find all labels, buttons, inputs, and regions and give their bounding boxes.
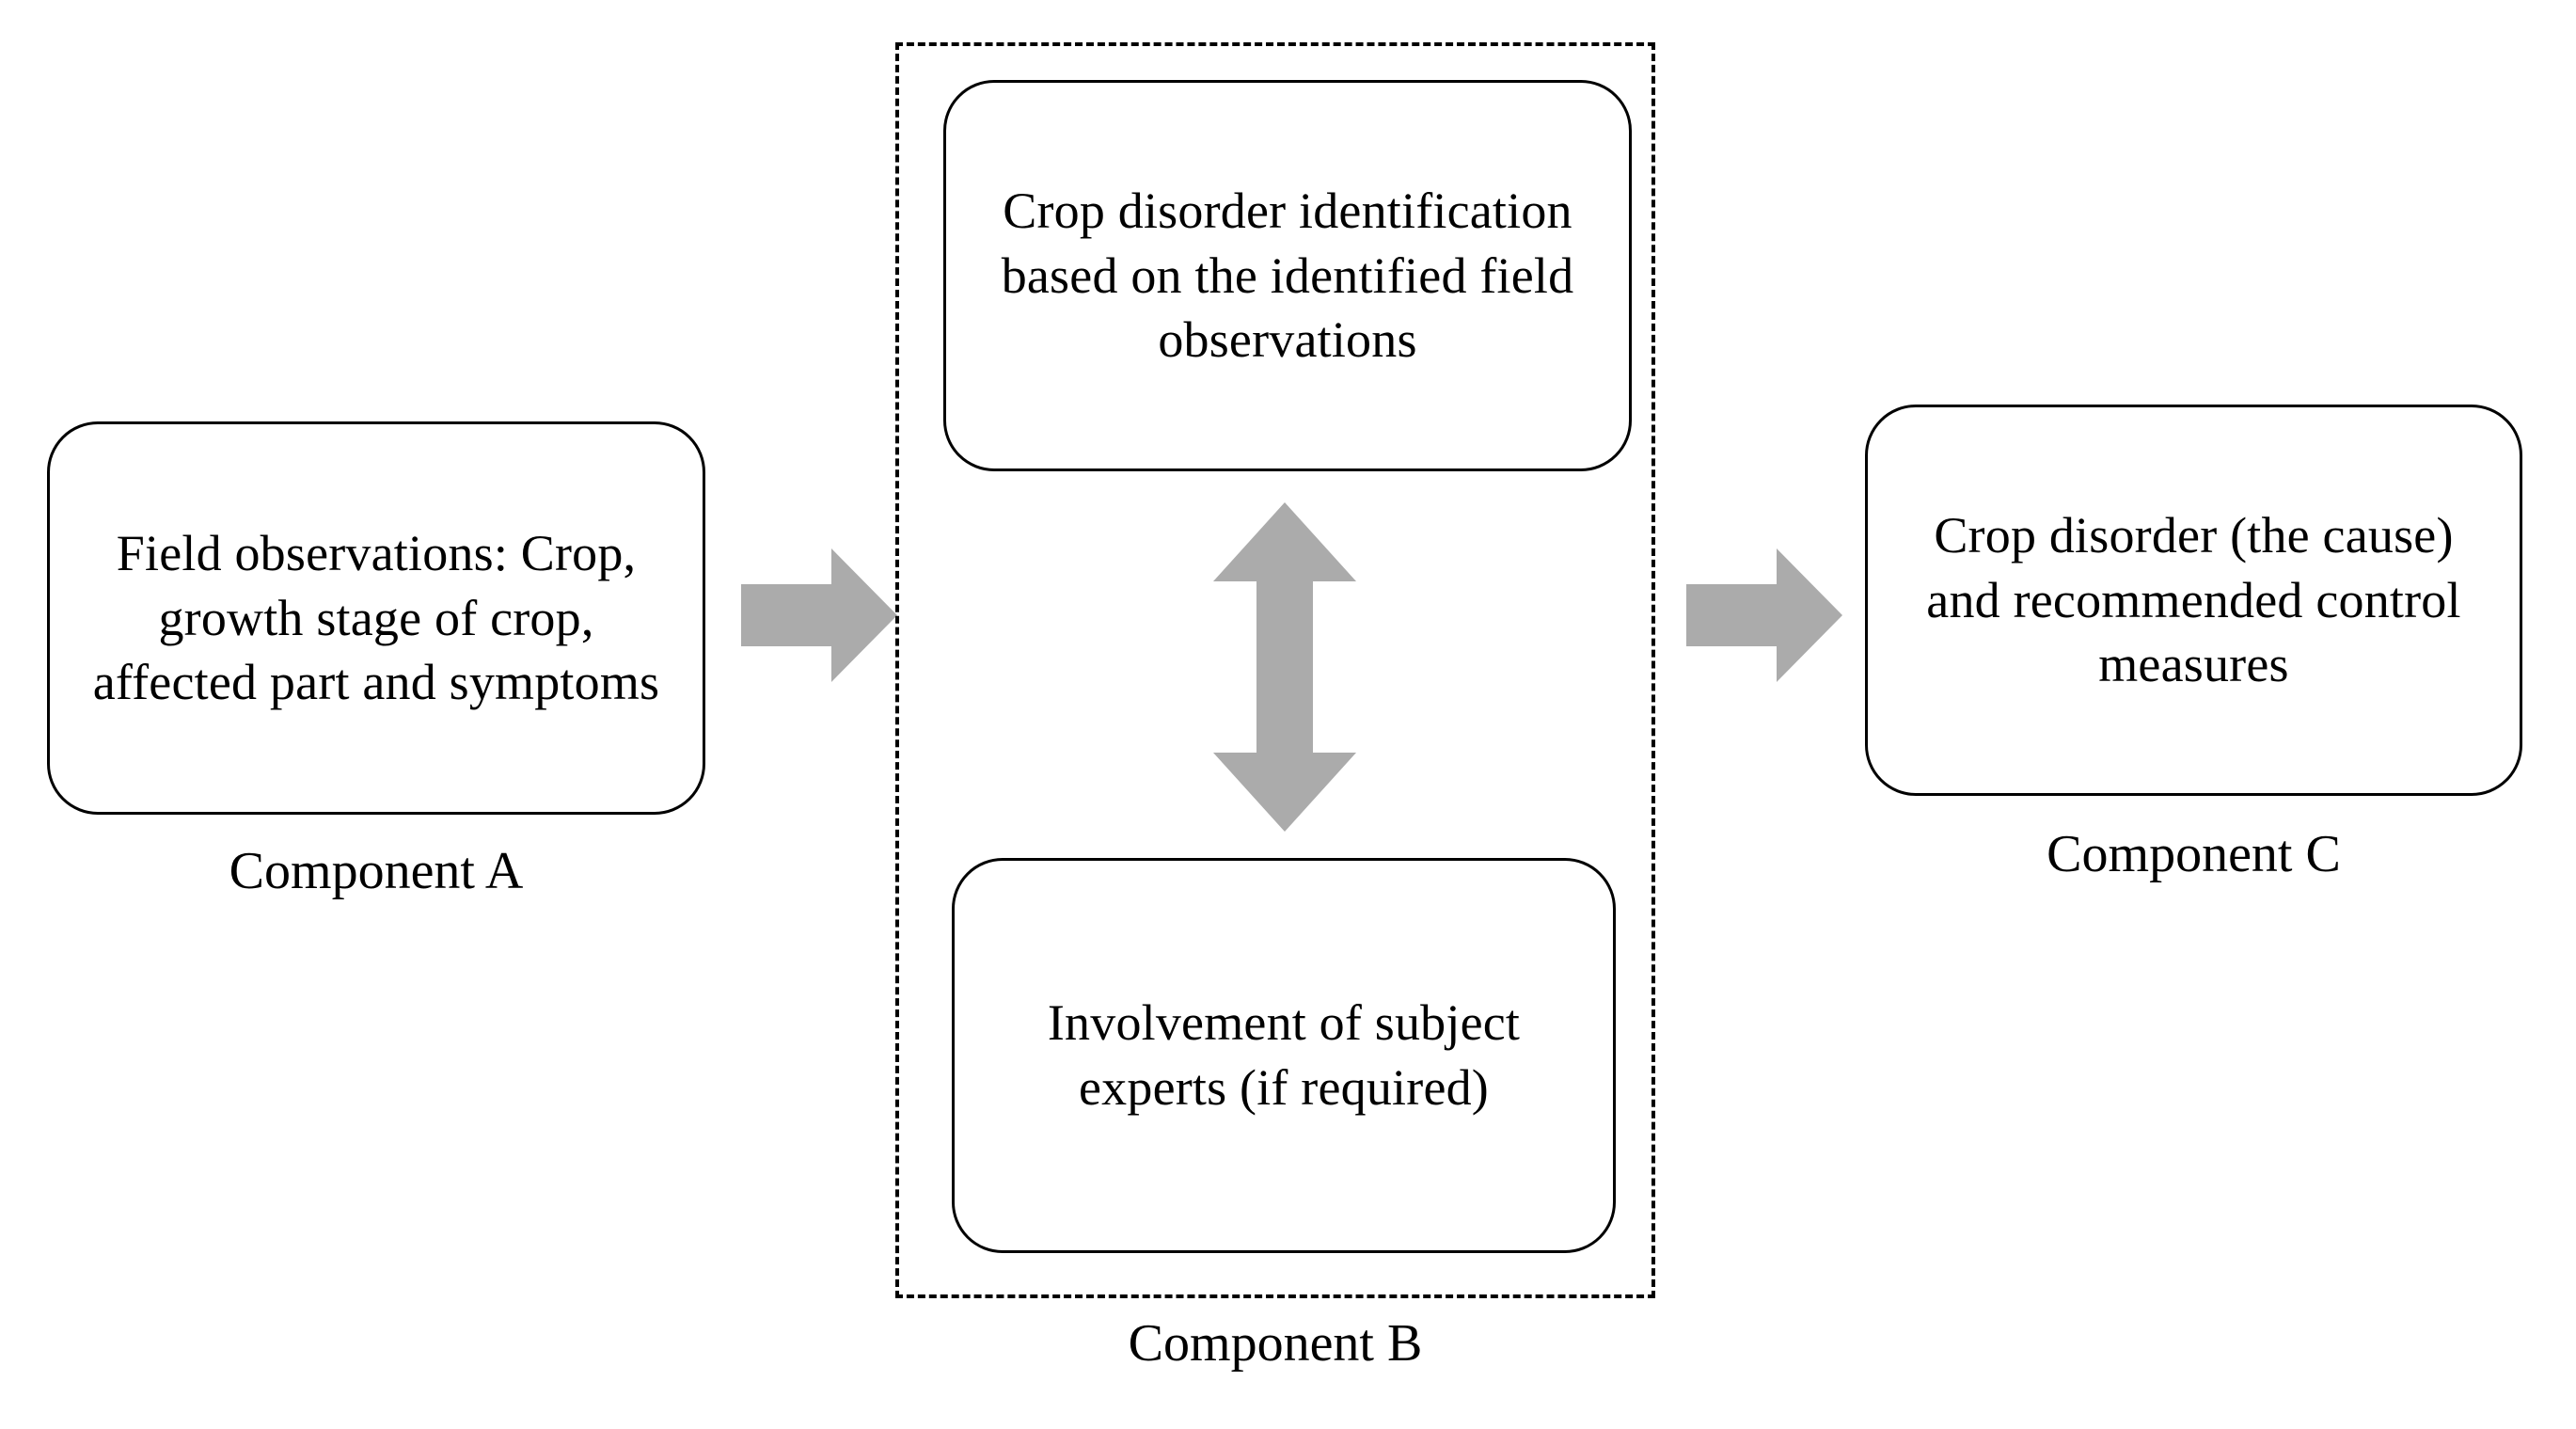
caption-component-b: Component B (1128, 1314, 1423, 1373)
node-component-c: Crop disorder (the cause) and recommende… (1865, 405, 2522, 796)
node-component-c-text: Crop disorder (the cause) and recommende… (1926, 507, 2461, 693)
node-component-a: Field observations: Crop, growth stage o… (47, 421, 705, 815)
node-component-b-top-text: Crop disorder identification based on th… (1001, 183, 1574, 369)
node-component-a-text: Field observations: Crop, growth stage o… (92, 525, 660, 711)
arrow-right-icon-a-to-b (741, 548, 897, 682)
node-component-b-top: Crop disorder identification based on th… (943, 80, 1632, 471)
arrow-double-vertical-icon-b-internal (1213, 502, 1356, 832)
arrow-right-icon-b-to-c (1686, 548, 1842, 682)
node-component-b-bottom: Involvement of subject experts (if requi… (952, 858, 1616, 1253)
group-component-b-dashed-border (895, 42, 1655, 1298)
caption-component-a: Component A (229, 842, 524, 900)
node-component-b-bottom-text: Involvement of subject experts (if requi… (1047, 994, 1521, 1116)
caption-component-c: Component C (2047, 825, 2341, 883)
